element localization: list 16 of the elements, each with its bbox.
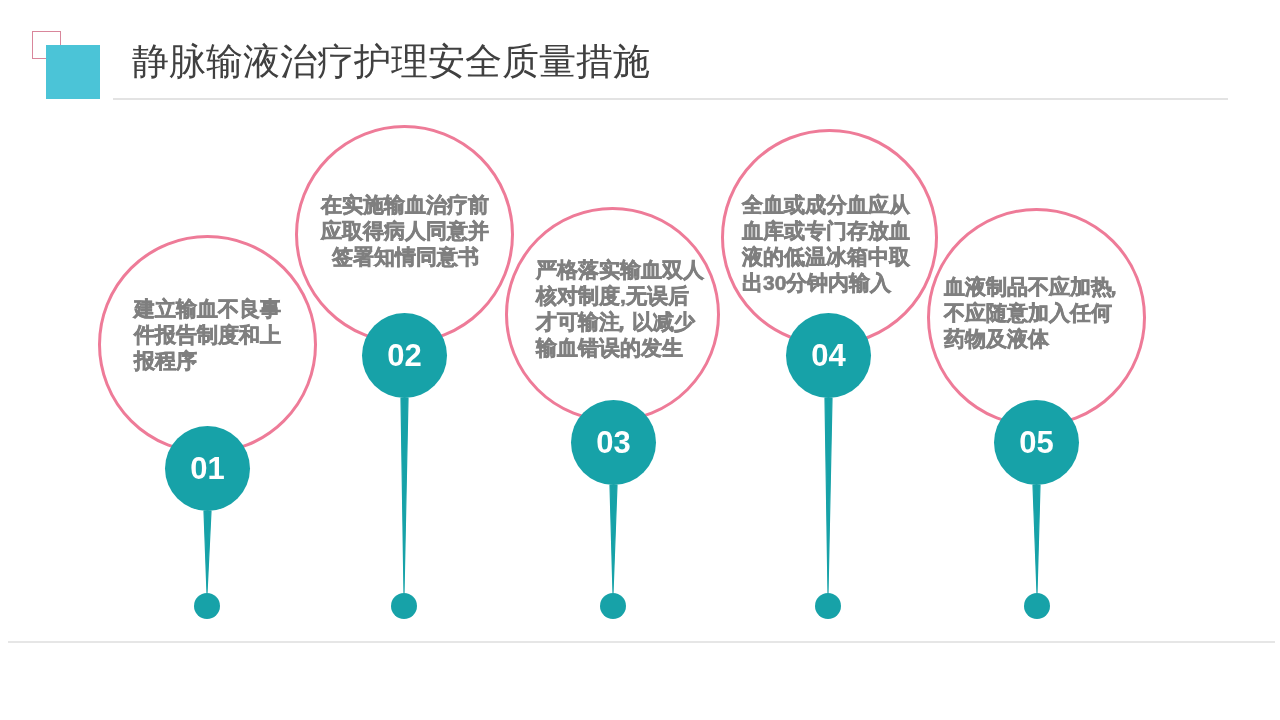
step-number: 01 bbox=[190, 451, 225, 486]
step-number: 05 bbox=[1019, 425, 1054, 460]
tapered-connector bbox=[400, 397, 409, 594]
tapered-connector bbox=[824, 397, 833, 594]
step-text: 严格落实输血双人核对制度,无误后才可输注，以减少输血错误的发生 bbox=[536, 257, 705, 361]
step-text: 建立输血不良事件报告制度和上报程序 bbox=[134, 296, 282, 374]
step-text: 在实施输血治疗前应取得病人同意并签署知情同意书 bbox=[320, 192, 490, 270]
step-number: 03 bbox=[596, 425, 631, 460]
step-number: 02 bbox=[387, 338, 422, 373]
tapered-connector bbox=[609, 484, 618, 594]
step-number: 04 bbox=[811, 338, 846, 373]
slide-title: 静脉输液治疗护理安全质量措施 bbox=[132, 40, 650, 84]
tapered-connector bbox=[203, 510, 212, 594]
tapered-connector bbox=[1032, 484, 1041, 594]
step-text: 血液制品不应加热，不应随意加入任何药物及液体 bbox=[944, 274, 1125, 352]
step-text: 全血或成分血应从血库或专门存放血液的低温冰箱中取出30分钟内输入 bbox=[742, 192, 911, 296]
